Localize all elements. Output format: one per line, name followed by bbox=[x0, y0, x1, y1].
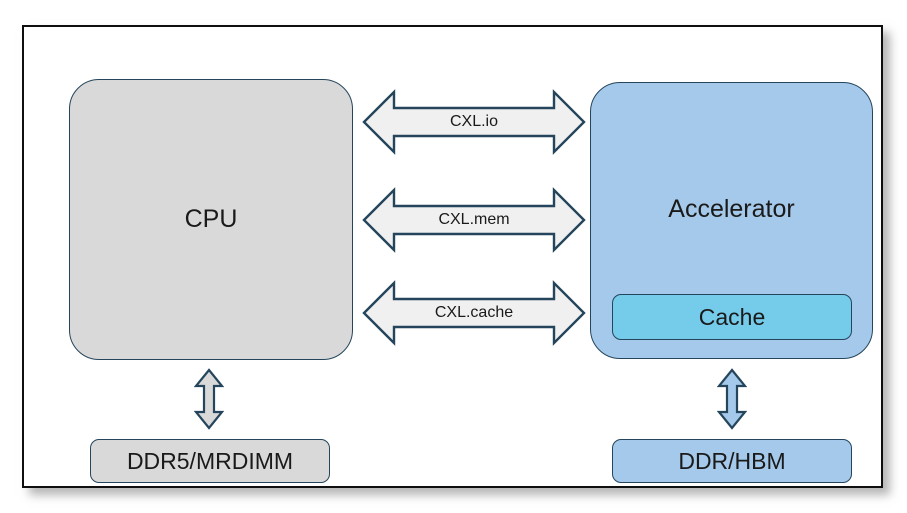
link-cxl-io[interactable]: CXL.io bbox=[362, 88, 586, 156]
link-cxl-mem[interactable]: CXL.mem bbox=[362, 186, 586, 254]
link-accelerator-memory[interactable] bbox=[717, 368, 747, 430]
link-cxl-cache[interactable]: CXL.cache bbox=[362, 279, 586, 347]
node-accelerator-label: Accelerator bbox=[668, 195, 795, 223]
double-arrow-horizontal-icon bbox=[362, 89, 586, 155]
double-arrow-horizontal-icon bbox=[362, 280, 586, 346]
double-arrow-vertical-icon bbox=[717, 368, 747, 430]
node-accelerator-memory-label: DDR/HBM bbox=[678, 447, 786, 474]
double-arrow-vertical-icon bbox=[194, 368, 224, 430]
link-cpu-memory[interactable] bbox=[194, 368, 224, 430]
diagram-frame: CPU Accelerator Cache DDR5/MRDIMM DDR/HB… bbox=[22, 25, 883, 488]
double-arrow-horizontal-icon bbox=[362, 187, 586, 253]
node-accelerator-memory[interactable]: DDR/HBM bbox=[612, 439, 852, 483]
node-cpu[interactable]: CPU bbox=[69, 79, 353, 360]
node-cache-label: Cache bbox=[698, 303, 766, 330]
node-cpu-memory-label: DDR5/MRDIMM bbox=[126, 447, 294, 474]
node-cpu-label: CPU bbox=[184, 205, 238, 234]
node-cpu-memory[interactable]: DDR5/MRDIMM bbox=[90, 439, 330, 483]
node-cache[interactable]: Cache bbox=[612, 294, 852, 340]
